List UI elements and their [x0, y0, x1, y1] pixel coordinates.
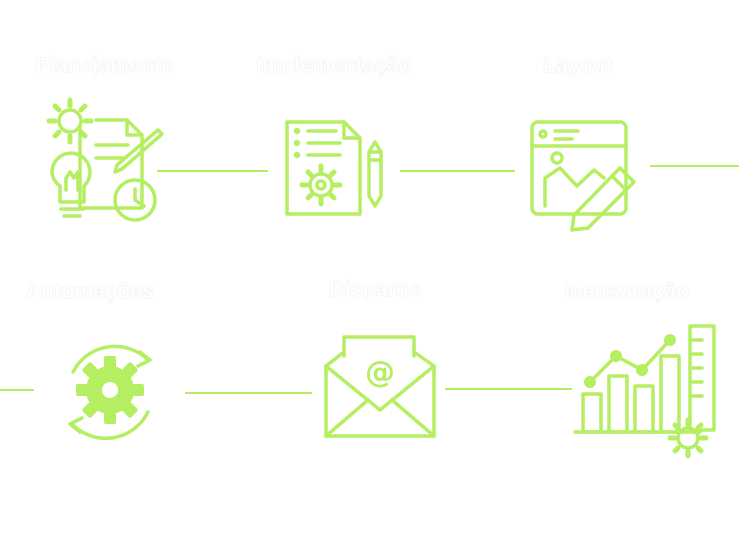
layout-icon	[530, 120, 636, 232]
step-label-layout: Layout	[542, 54, 614, 77]
measurement-icon	[573, 324, 716, 459]
step-label-planejamento: Planejamento	[35, 54, 175, 77]
planning-icon	[46, 97, 164, 222]
step-label-automacoes: Automações	[25, 280, 155, 303]
email-icon: @	[324, 335, 436, 438]
automation-icon	[68, 344, 152, 441]
step-label-disparos: Disparos	[329, 278, 421, 301]
step-label-mensuracao: Mensuração	[564, 280, 690, 303]
implementation-icon	[285, 120, 383, 216]
svg-text:@: @	[365, 355, 395, 390]
step-label-implementacao: Implementação	[256, 54, 412, 77]
